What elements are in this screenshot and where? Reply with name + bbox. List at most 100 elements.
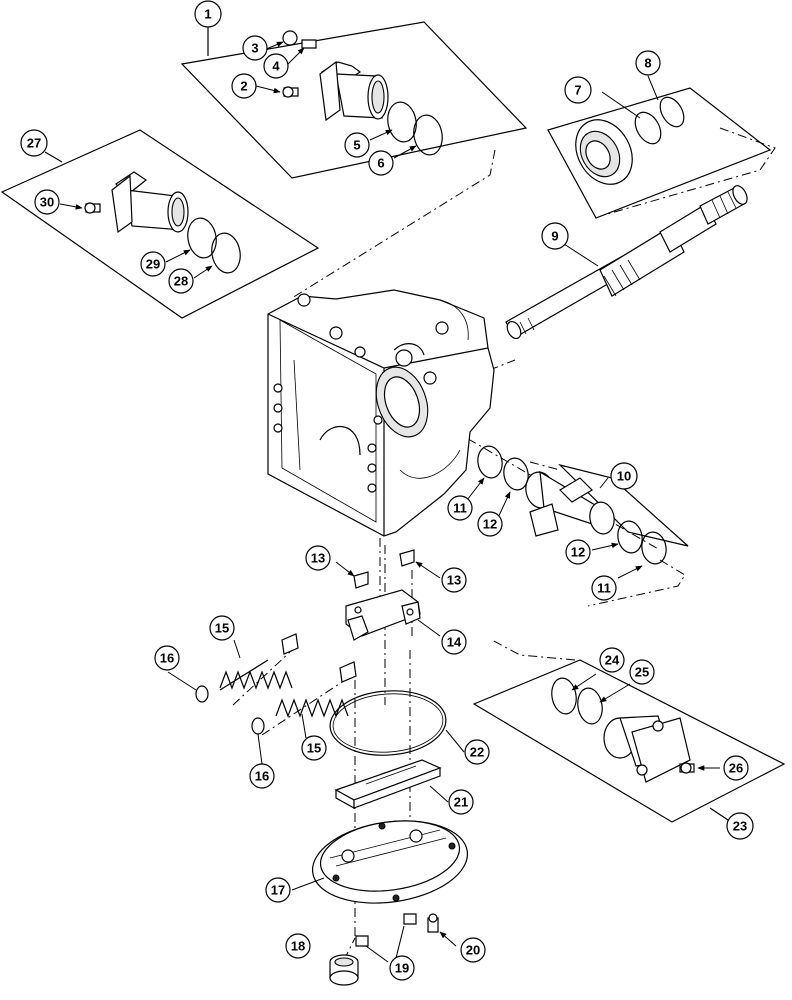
part-14-bracket xyxy=(345,589,421,641)
svg-text:16: 16 xyxy=(255,769,269,784)
svg-text:24: 24 xyxy=(605,653,620,668)
callout-18: 18 xyxy=(285,933,311,959)
svg-text:3: 3 xyxy=(251,41,258,56)
part-24-25-o-rings xyxy=(551,677,603,725)
centerlines xyxy=(232,127,776,961)
svg-text:17: 17 xyxy=(271,883,285,898)
part-20-screw xyxy=(427,913,439,933)
svg-text:13: 13 xyxy=(447,573,461,588)
svg-text:27: 27 xyxy=(27,136,41,151)
part-7-bearing xyxy=(575,119,633,185)
svg-text:16: 16 xyxy=(160,651,174,666)
svg-text:1: 1 xyxy=(204,7,211,22)
callout-11-left: 11 xyxy=(447,495,473,521)
svg-text:11: 11 xyxy=(597,581,611,596)
callout-22: 22 xyxy=(464,739,490,765)
callout-4: 4 xyxy=(263,53,289,79)
svg-text:2: 2 xyxy=(240,79,247,94)
part-21-plate xyxy=(334,759,442,810)
group-box-7 xyxy=(547,87,772,219)
callout-24: 24 xyxy=(599,647,625,673)
svg-text:5: 5 xyxy=(353,138,360,153)
callout-10: 10 xyxy=(610,462,638,490)
svg-text:12: 12 xyxy=(483,517,497,532)
svg-text:15: 15 xyxy=(215,621,229,636)
part-26-screw xyxy=(679,762,695,774)
callout-12-right: 12 xyxy=(565,539,591,565)
callout-1: 1 xyxy=(194,0,222,28)
part-11-12-rings-right xyxy=(617,520,667,565)
part-5-6-o-rings xyxy=(387,101,443,156)
group-box-27 xyxy=(0,129,320,319)
callout-21: 21 xyxy=(448,789,474,815)
callout-29: 29 xyxy=(140,251,166,277)
group-box-1 xyxy=(180,21,528,179)
callout-14: 14 xyxy=(441,629,467,655)
svg-text:21: 21 xyxy=(454,795,468,810)
part-27-sleeve xyxy=(111,171,189,234)
svg-text:6: 6 xyxy=(377,156,384,171)
callout-16-left: 16 xyxy=(154,645,180,671)
callout-13-left: 13 xyxy=(305,545,331,571)
callout-6: 6 xyxy=(368,150,394,176)
svg-text:14: 14 xyxy=(447,635,462,650)
part-9-shaft xyxy=(505,185,748,340)
svg-text:4: 4 xyxy=(272,59,280,74)
part-3-nut xyxy=(282,30,298,46)
callout-15-upper: 15 xyxy=(209,615,235,641)
callout-20: 20 xyxy=(460,937,486,963)
svg-text:29: 29 xyxy=(146,257,160,272)
callout-13-right: 13 xyxy=(441,567,467,593)
callout-9: 9 xyxy=(541,222,569,250)
callout-3: 3 xyxy=(242,35,268,61)
callout-15-lower: 15 xyxy=(301,735,327,761)
svg-text:13: 13 xyxy=(311,551,325,566)
svg-text:7: 7 xyxy=(574,83,581,98)
svg-text:26: 26 xyxy=(729,761,743,776)
svg-text:20: 20 xyxy=(466,943,480,958)
part-11-12-rings-left xyxy=(477,445,529,491)
svg-text:19: 19 xyxy=(395,961,409,976)
callout-28: 28 xyxy=(168,268,194,294)
svg-text:12: 12 xyxy=(571,545,585,560)
callout-17: 17 xyxy=(265,877,291,903)
part-13-pins xyxy=(353,549,415,589)
callout-27: 27 xyxy=(20,129,48,157)
part-16-balls xyxy=(195,685,265,735)
callout-16-right: 16 xyxy=(249,763,275,789)
svg-text:8: 8 xyxy=(644,56,651,71)
svg-text:11: 11 xyxy=(453,501,467,516)
callout-2: 2 xyxy=(231,73,257,99)
svg-text:30: 30 xyxy=(40,195,54,210)
part-15-spring-upper xyxy=(219,633,299,691)
part-10-slider xyxy=(529,503,559,537)
callout-26: 26 xyxy=(723,755,749,781)
svg-text:25: 25 xyxy=(635,665,649,680)
svg-text:9: 9 xyxy=(551,229,558,244)
callout-19: 19 xyxy=(389,955,415,981)
svg-text:22: 22 xyxy=(470,745,484,760)
callout-25: 25 xyxy=(629,659,655,685)
part-1-sleeve xyxy=(319,60,389,122)
svg-text:10: 10 xyxy=(617,469,631,484)
part-23-cap xyxy=(603,715,691,783)
part-19-nuts xyxy=(355,913,417,947)
callout-5: 5 xyxy=(344,132,370,158)
part-28-29-o-rings xyxy=(187,217,241,274)
svg-text:15: 15 xyxy=(307,741,321,756)
part-30-screw xyxy=(84,202,101,214)
callout-12-left: 12 xyxy=(477,511,503,537)
callout-30: 30 xyxy=(34,189,60,215)
group-box-23 xyxy=(472,659,786,823)
callout-11-right: 11 xyxy=(591,575,617,601)
part-22-gasket xyxy=(329,690,447,756)
part-18-plug xyxy=(329,954,359,986)
part-2-screw xyxy=(282,86,299,98)
callout-23: 23 xyxy=(726,812,754,840)
svg-text:18: 18 xyxy=(291,939,305,954)
part-17-cover xyxy=(311,820,469,904)
part-8-snap-rings xyxy=(634,96,685,145)
svg-text:28: 28 xyxy=(174,274,188,289)
svg-text:23: 23 xyxy=(733,819,747,834)
